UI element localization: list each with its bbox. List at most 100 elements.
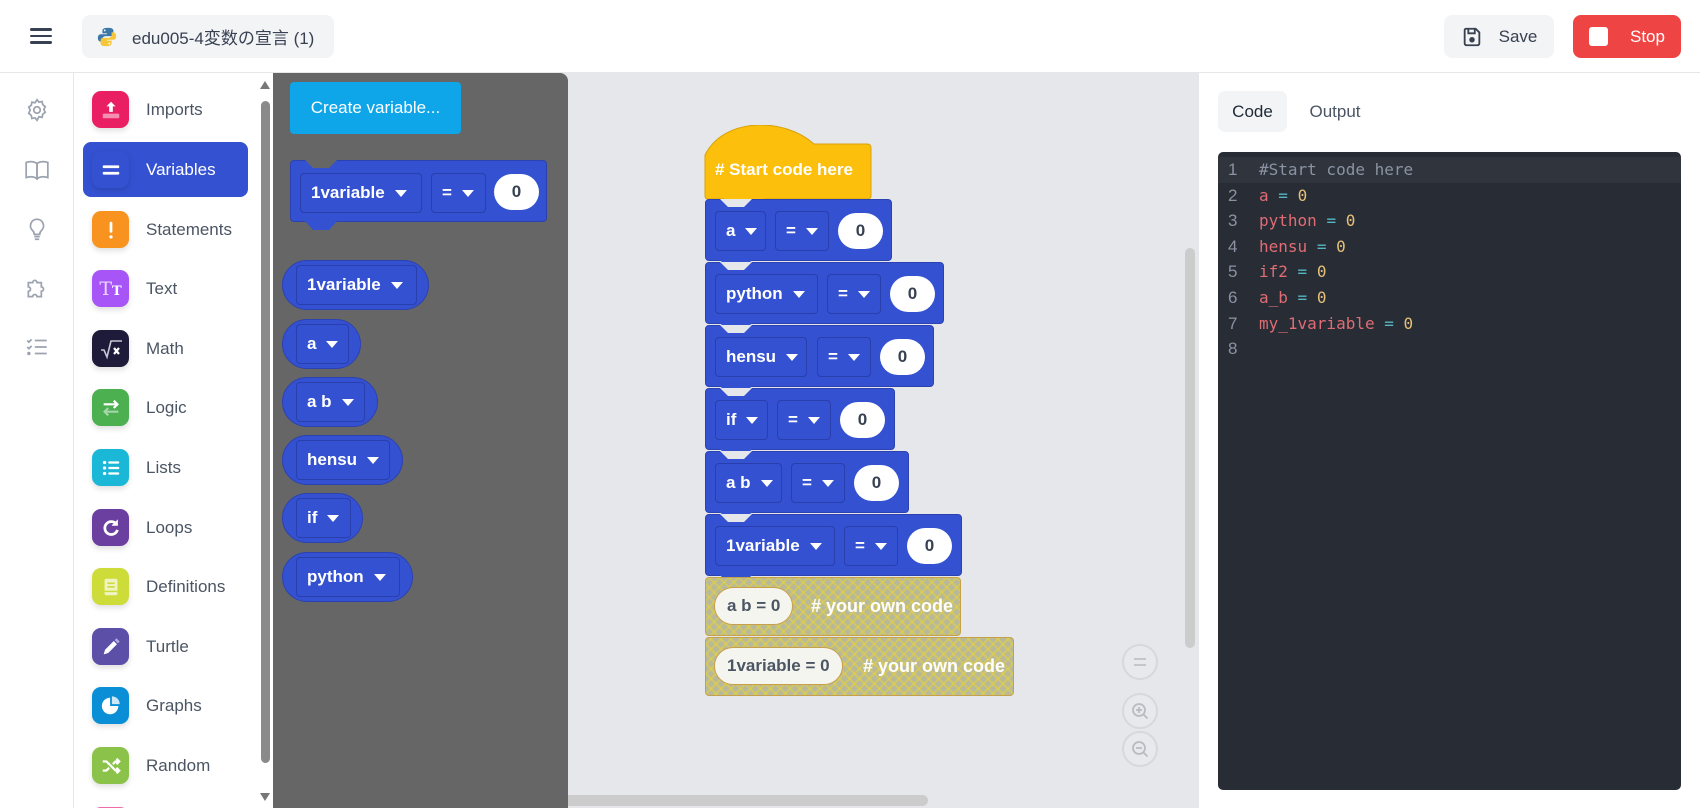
operator-dropdown[interactable]: = <box>827 274 881 314</box>
assign-block-hensu[interactable]: hensu = 0 <box>705 325 934 387</box>
tab-code[interactable]: Code <box>1218 91 1287 132</box>
project-title-pill[interactable]: edu005-4変数の宣言 (1) <box>82 15 335 58</box>
value-input[interactable]: 0 <box>838 213 883 249</box>
variable-dropdown[interactable]: 1variable <box>296 265 417 305</box>
category-logic[interactable]: Logic <box>83 380 248 435</box>
category-loops[interactable]: Loops <box>83 500 248 555</box>
dropdown-arrow-icon <box>367 456 380 464</box>
top-header: edu005-4変数の宣言 (1) Save Stop <box>0 0 1700 73</box>
puzzle-icon[interactable] <box>24 275 50 301</box>
code-text-pill[interactable]: 1variable = 0 <box>714 647 843 685</box>
dropdown-arrow-icon <box>805 227 818 235</box>
blocks-workspace[interactable]: Create variable... 1variable = 0 1variab… <box>273 73 1199 808</box>
category-turtle[interactable]: Turtle <box>83 619 248 674</box>
value-input[interactable]: 0 <box>907 528 952 564</box>
operator-dropdown[interactable]: = <box>817 337 871 377</box>
operator-dropdown[interactable]: = <box>791 463 845 503</box>
value-input[interactable]: 0 <box>494 174 539 210</box>
value-input[interactable]: 0 <box>854 465 899 501</box>
assign-block-1variable[interactable]: 1variable = 0 <box>705 514 962 576</box>
create-variable-button[interactable]: Create variable... <box>290 82 461 134</box>
category-definitions[interactable]: Definitions <box>83 559 248 614</box>
comment-text: # your own code <box>811 596 954 616</box>
category-variables[interactable]: Variables <box>83 142 248 197</box>
gear-icon[interactable] <box>24 97 50 123</box>
loop-arrow-icon <box>92 509 129 546</box>
list-icon <box>92 449 129 486</box>
category-graphs[interactable]: Graphs <box>83 678 248 733</box>
flyout-set-variable-block[interactable]: 1variable = 0 <box>290 160 547 222</box>
code-comment-block[interactable]: 1variable = 0 # your own code <box>705 637 1014 696</box>
operator-dropdown[interactable]: = <box>844 526 898 566</box>
variable-dropdown[interactable]: hensu <box>296 440 390 480</box>
workspace-vertical-scrollbar[interactable] <box>1185 248 1195 648</box>
assign-block-a[interactable]: a = 0 <box>705 199 892 261</box>
reset-center-button[interactable] <box>1122 644 1158 680</box>
variable-dropdown[interactable]: a <box>296 324 349 364</box>
zoom-out-icon <box>1132 741 1149 758</box>
code-line: 4 hensu = 0 <box>1218 234 1681 260</box>
category-statements[interactable]: Statements <box>83 202 248 257</box>
right-panel: Code Output 1 #Start code here 2 a = 0 3… <box>1199 73 1700 808</box>
assign-block-python[interactable]: python = 0 <box>705 262 944 324</box>
category-scroll-thumb[interactable] <box>261 101 270 763</box>
assign-block-if[interactable]: if = 0 <box>705 388 895 450</box>
variable-dropdown[interactable]: if <box>296 498 351 538</box>
stop-button[interactable]: Stop <box>1573 15 1681 58</box>
variable-dropdown[interactable]: hensu <box>715 337 807 377</box>
code-line-text: a_b = 0 <box>1259 287 1327 307</box>
square-root-icon <box>92 330 129 367</box>
value-input[interactable]: 0 <box>880 339 925 375</box>
hamburger-menu-icon[interactable] <box>28 24 54 48</box>
variable-dropdown[interactable]: 1variable <box>715 526 835 566</box>
operator-dropdown[interactable]: = <box>775 211 829 251</box>
dropdown-arrow-icon <box>847 353 860 361</box>
dropdown-arrow-icon <box>760 479 773 487</box>
flyout-variable-getter[interactable]: a <box>282 319 361 369</box>
value-input[interactable]: 0 <box>840 402 885 438</box>
flyout-variable-getter[interactable]: a b <box>282 377 378 427</box>
zoom-in-button[interactable] <box>1122 693 1158 729</box>
operator-dropdown[interactable]: = <box>777 400 831 440</box>
category-partial-next[interactable] <box>83 798 248 808</box>
tab-output[interactable]: Output <box>1309 101 1361 121</box>
scroll-down-arrow-icon[interactable] <box>260 793 270 801</box>
lightbulb-icon[interactable] <box>24 216 50 242</box>
category-scrollbar[interactable] <box>258 73 273 808</box>
variable-dropdown[interactable]: python <box>296 557 400 597</box>
variable-dropdown[interactable]: 1variable <box>300 173 422 213</box>
flyout-variable-getter[interactable]: 1variable <box>282 260 429 310</box>
save-button[interactable]: Save <box>1444 15 1554 58</box>
dropdown-arrow-icon <box>390 281 403 289</box>
category-math[interactable]: Math <box>83 321 248 376</box>
dropdown-arrow-icon <box>807 416 820 424</box>
code-text-pill[interactable]: a b = 0 <box>714 587 794 625</box>
assign-block-a-b[interactable]: a b = 0 <box>705 451 909 513</box>
flyout-variable-getter[interactable]: hensu <box>282 435 403 485</box>
value-input[interactable]: 0 <box>890 276 935 312</box>
category-random[interactable]: Random <box>83 738 248 793</box>
pie-chart-icon <box>92 687 129 724</box>
category-lists[interactable]: Lists <box>83 440 248 495</box>
variables-flyout: Create variable... 1variable = 0 1variab… <box>273 73 568 808</box>
code-comment-block[interactable]: a b = 0 # your own code <box>705 577 961 636</box>
scroll-up-arrow-icon[interactable] <box>260 81 270 89</box>
code-editor[interactable]: 1 #Start code here 2 a = 0 3 python = 0 … <box>1218 152 1681 790</box>
category-imports[interactable]: Imports <box>83 82 248 137</box>
workspace-horizontal-scrollbar[interactable] <box>383 795 928 806</box>
flyout-variable-getter[interactable]: if <box>282 493 363 543</box>
variable-dropdown[interactable]: a <box>715 211 766 251</box>
flyout-variable-getter[interactable]: python <box>282 552 413 602</box>
zoom-out-button[interactable] <box>1122 731 1158 767</box>
variable-dropdown[interactable]: python <box>715 274 818 314</box>
operator-dropdown[interactable]: = <box>431 173 486 213</box>
variable-dropdown[interactable]: if <box>715 400 768 440</box>
variable-dropdown[interactable]: a b <box>715 463 782 503</box>
stop-square-icon <box>1589 27 1608 46</box>
reset-center-icon <box>1134 658 1146 666</box>
book-icon[interactable] <box>24 157 50 183</box>
checklist-icon[interactable] <box>24 334 50 360</box>
variable-dropdown[interactable]: a b <box>296 382 365 422</box>
